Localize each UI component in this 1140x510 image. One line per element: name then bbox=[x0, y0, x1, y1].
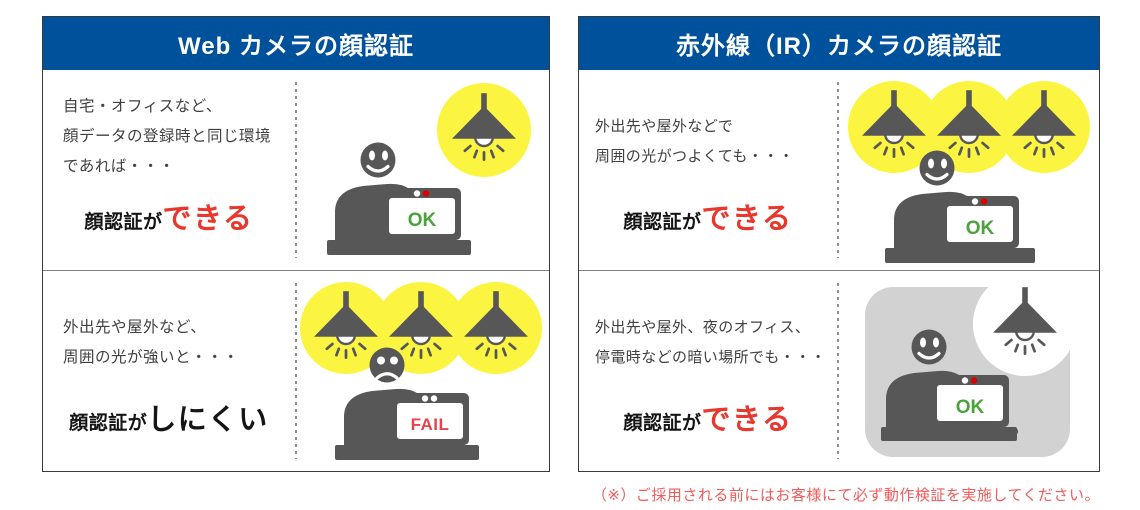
strong-light-icons bbox=[848, 81, 1090, 173]
recording-dot-icon bbox=[970, 377, 978, 384]
ir-row1-text-column: 外出先や屋外などで 周囲の光がつよくても・・・ 顔認証ができる bbox=[579, 70, 837, 270]
web-row1-text-column: 自宅・オフィスなど、 顔データの登録時と同じ環境 であれば・・・ 顔認証ができる bbox=[43, 70, 295, 270]
light-on-icon bbox=[437, 83, 531, 177]
laptop-screen-label: OK bbox=[408, 210, 437, 231]
panel-ir-header: 赤外線（IR）カメラの顔認証 bbox=[579, 17, 1099, 70]
illustration-one-lamp-ok: OK bbox=[327, 83, 531, 255]
result-prefix: 顔認証が bbox=[69, 413, 148, 434]
illustration-three-lamps-fail: FAIL bbox=[300, 282, 542, 460]
web-row2-text-column: 外出先や屋外など、 周囲の光が強いと・・・ 顔認証がしにくい bbox=[43, 271, 295, 471]
description-line: 外出先や屋外などで bbox=[595, 118, 734, 135]
panel-ir-camera: 赤外線（IR）カメラの顔認証 外出先や屋外などで 周囲の光がつよくても・・・ 顔… bbox=[578, 16, 1100, 472]
description-text: 自宅・オフィスなど、 顔データの登録時と同じ環境 であれば・・・ bbox=[43, 70, 295, 182]
strong-light-icons bbox=[300, 282, 542, 374]
description-line: 外出先や屋外など、 bbox=[63, 319, 207, 336]
laptop-ok-icon: OK bbox=[374, 188, 470, 249]
description-line: 周囲の光がつよくても・・・ bbox=[595, 148, 795, 165]
result-prefix: 顔認証が bbox=[623, 413, 702, 434]
description-text: 外出先や屋外など、 周囲の光が強いと・・・ bbox=[43, 271, 295, 373]
laptop-ok-icon: OK bbox=[932, 196, 1028, 257]
webcam-dot-icon bbox=[421, 395, 429, 402]
dashed-divider bbox=[837, 82, 839, 258]
dashed-divider bbox=[295, 82, 297, 258]
ir-row2-illustration: OK bbox=[839, 271, 1099, 471]
description-line: 外出先や屋外、夜のオフィス、 bbox=[595, 319, 811, 336]
laptop-fail-icon: FAIL bbox=[382, 393, 478, 454]
description-line: であれば・・・ bbox=[63, 158, 175, 175]
web-row2-illustration: FAIL bbox=[297, 271, 549, 471]
ir-row-strong-light: 外出先や屋外などで 周囲の光がつよくても・・・ 顔認証ができる bbox=[579, 70, 1099, 270]
description-text: 外出先や屋外などで 周囲の光がつよくても・・・ bbox=[579, 70, 837, 172]
web-row1-illustration: OK bbox=[297, 70, 549, 270]
recording-dot-icon bbox=[422, 190, 430, 197]
result-text: 顔認証ができる bbox=[579, 195, 837, 237]
ir-row1-illustration: OK bbox=[839, 70, 1099, 270]
result-verdict: できる bbox=[162, 203, 254, 235]
result-prefix: 顔認証が bbox=[623, 212, 702, 233]
result-verdict: しにくい bbox=[147, 404, 269, 436]
result-prefix: 顔認証が bbox=[84, 212, 163, 233]
description-line: 周囲の光が強いと・・・ bbox=[63, 349, 240, 366]
laptop-screen-label: OK bbox=[966, 218, 995, 239]
light-off-icon bbox=[973, 272, 1077, 376]
description-text: 外出先や屋外、夜のオフィス、 停電時などの暗い場所でも・・・ bbox=[579, 271, 837, 373]
ir-row2-text-column: 外出先や屋外、夜のオフィス、 停電時などの暗い場所でも・・・ 顔認証ができる bbox=[579, 271, 837, 471]
disclaimer-note: （※）ご採用される前にはお客様にて必ず動作検証を実施してください。 bbox=[591, 487, 1100, 504]
illustration-three-lamps-ok: OK bbox=[848, 81, 1090, 263]
result-text: 顔認証ができる bbox=[579, 396, 837, 438]
panel-web-camera: Web カメラの顔認証 自宅・オフィスなど、 顔データの登録時と同じ環境 であれ… bbox=[42, 16, 550, 472]
webcam-dot-icon bbox=[971, 198, 979, 205]
web-row-normal-light: 自宅・オフィスなど、 顔データの登録時と同じ環境 であれば・・・ 顔認証ができる bbox=[43, 70, 549, 270]
laptop-ok-icon: OK bbox=[922, 375, 1018, 436]
result-text: 顔認証がしにくい bbox=[43, 396, 295, 438]
webcam-dot-icon bbox=[430, 395, 438, 402]
illustration-dark-room-ok: OK bbox=[865, 272, 1077, 457]
laptop-screen-label: FAIL bbox=[411, 415, 450, 434]
result-text: 顔認証ができる bbox=[43, 195, 295, 237]
description-line: 自宅・オフィスなど、 bbox=[63, 98, 222, 115]
row-divider bbox=[43, 270, 549, 271]
laptop-screen-label: OK bbox=[956, 397, 985, 418]
recording-dot-icon bbox=[980, 198, 988, 205]
panel-web-header: Web カメラの顔認証 bbox=[43, 17, 549, 70]
web-row-strong-light: 外出先や屋外など、 周囲の光が強いと・・・ 顔認証がしにくい bbox=[43, 271, 549, 471]
result-verdict: できる bbox=[701, 404, 793, 436]
dashed-divider bbox=[295, 283, 297, 459]
webcam-dot-icon bbox=[413, 190, 421, 197]
description-line: 顔データの登録時と同じ環境 bbox=[63, 128, 272, 145]
webcam-dot-icon bbox=[961, 377, 969, 384]
ir-row-dark-place: 外出先や屋外、夜のオフィス、 停電時などの暗い場所でも・・・ 顔認証ができる bbox=[579, 271, 1099, 471]
description-line: 停電時などの暗い場所でも・・・ bbox=[595, 349, 827, 366]
dashed-divider bbox=[837, 283, 839, 459]
row-divider bbox=[579, 270, 1099, 271]
result-verdict: できる bbox=[701, 203, 793, 235]
